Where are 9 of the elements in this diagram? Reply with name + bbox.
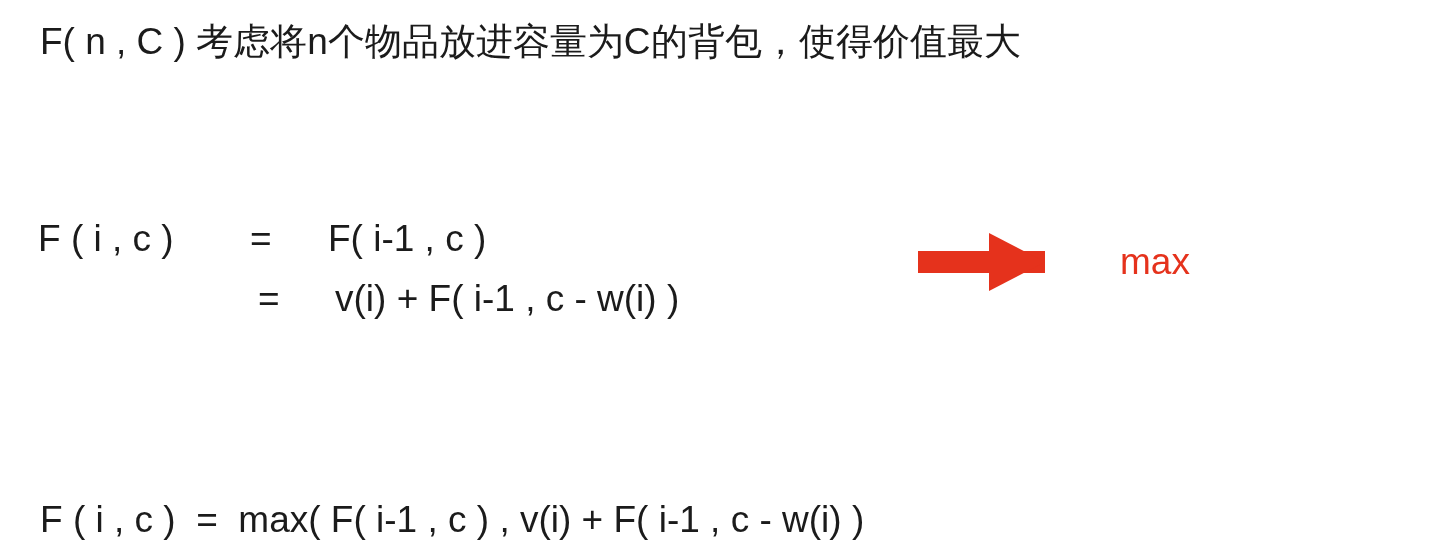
title-text: F( n , C ) 考虑将n个物品放进容量为C的背包，使得价值最大 [40,20,1021,64]
formula-text: F ( i , c ) = max( F( i-1 , c ) , v(i) + F( i-1 , c - w(i) ) [40,498,865,542]
equals-sign: = [250,217,272,261]
formula-text: v(i) + F( i-1 , c - w(i) ) [335,277,680,321]
arrow [918,233,1045,291]
formula-text: F ( i , c ) [38,217,174,261]
equals-sign: = [258,277,280,321]
max-text: max [1120,240,1190,284]
formula-text: F( i-1 , c ) [328,217,487,261]
